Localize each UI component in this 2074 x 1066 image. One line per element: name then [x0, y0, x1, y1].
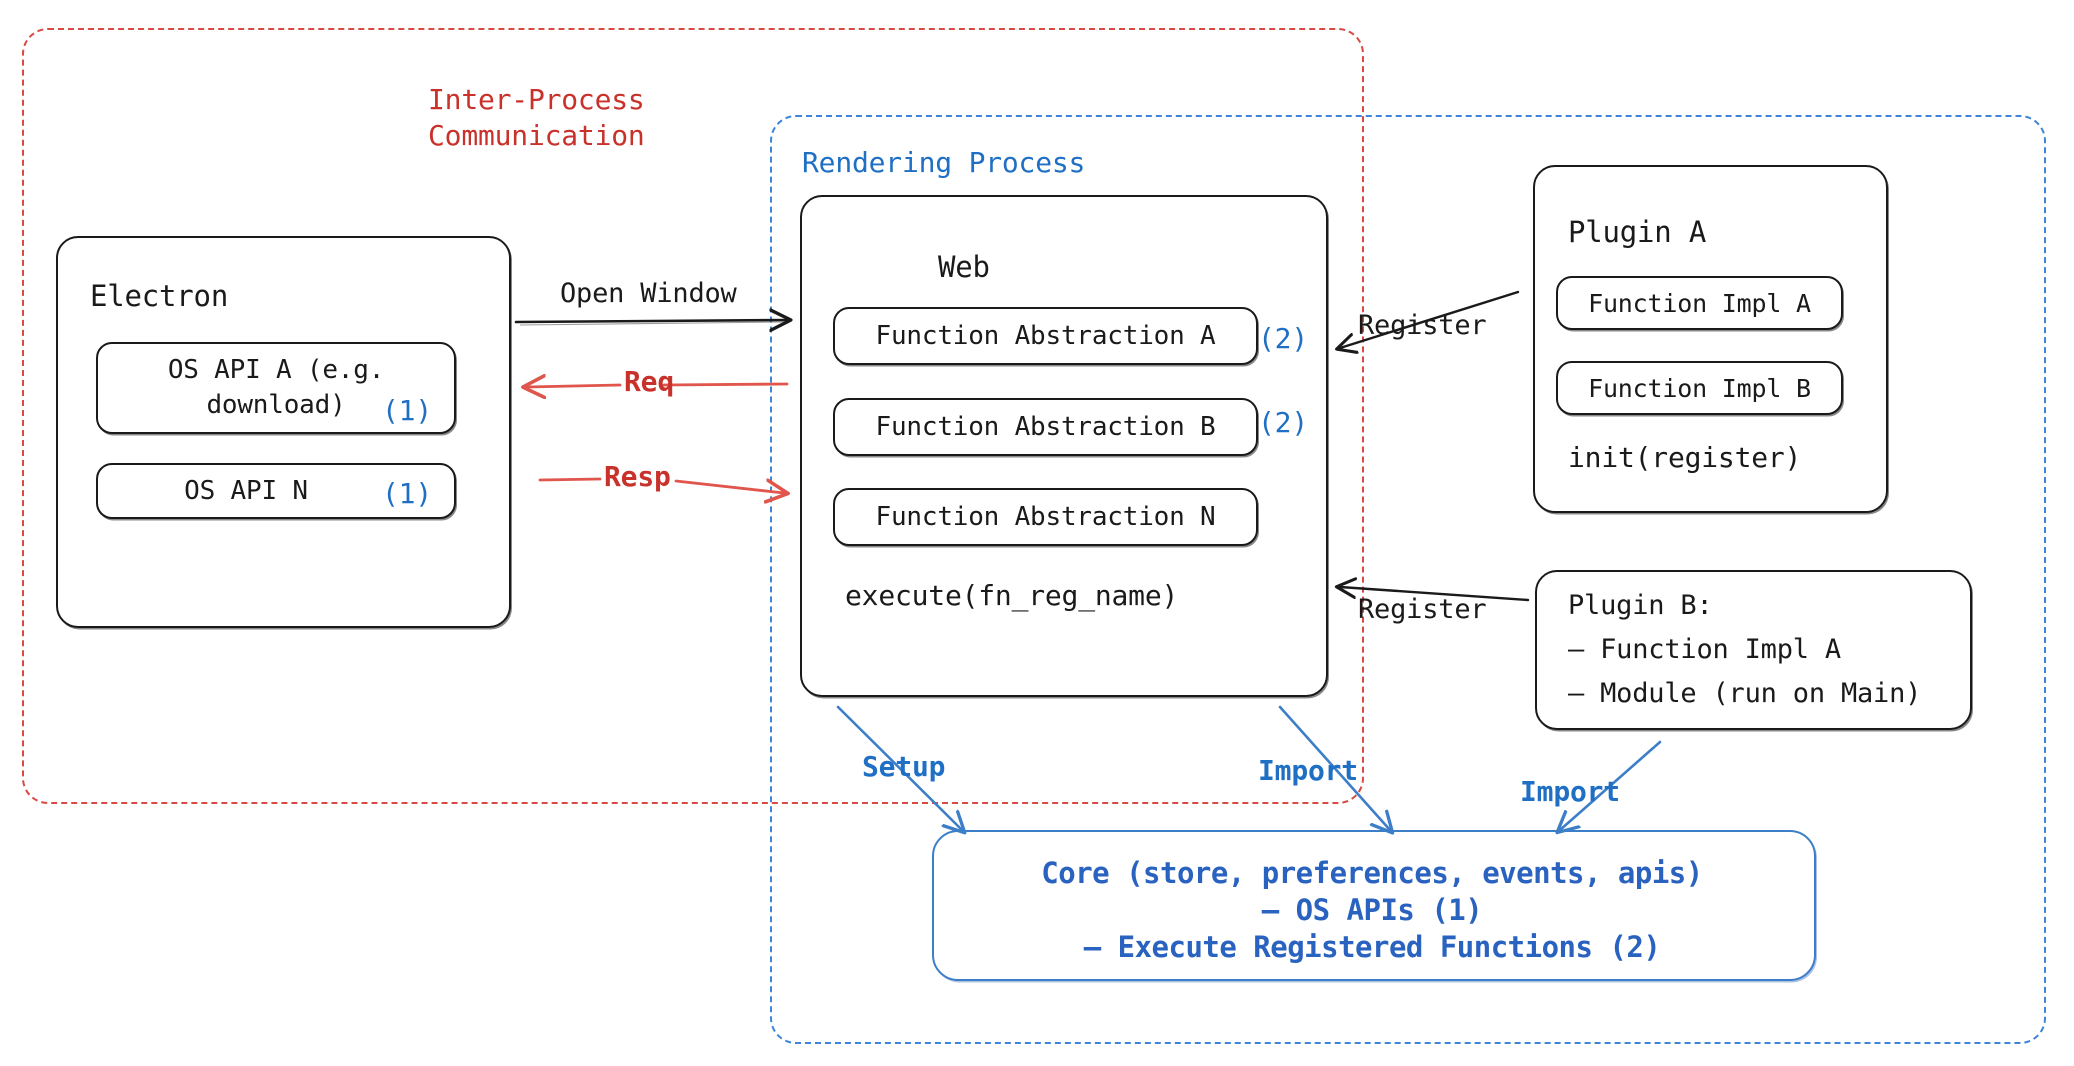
region-inter-process-communication: [22, 28, 1364, 804]
plugin-b-line-1: – Function Impl A: [1568, 634, 1841, 665]
core-line-2: – Execute Registered Functions (2): [1083, 930, 1661, 964]
function-impl-a-label: Function Impl A: [1588, 288, 1811, 318]
plugin-b-line-2: – Module (run on Main): [1568, 678, 1922, 709]
plugin-b-box[interactable]: [1535, 570, 1972, 730]
core-line-1: – OS APIs (1): [1261, 893, 1483, 927]
os-api-n-box[interactable]: OS API N: [96, 463, 456, 519]
function-abstraction-n-box[interactable]: Function Abstraction N: [833, 488, 1258, 546]
electron-title: Electron: [90, 279, 229, 313]
plugin-b-line-0: Plugin B:: [1568, 590, 1713, 621]
os-api-n-marker: (1): [382, 477, 432, 510]
region-rendering-process: [770, 115, 2046, 1044]
edge-setup-label: Setup: [862, 750, 946, 783]
function-impl-a-box[interactable]: Function Impl A: [1556, 276, 1843, 330]
edge-register-plugin-a-label: Register: [1358, 310, 1487, 341]
function-abstraction-b-label: Function Abstraction B: [875, 412, 1216, 442]
core-box[interactable]: [932, 830, 1816, 981]
plugin-a-box[interactable]: [1533, 165, 1888, 513]
edge-req-label: Req: [624, 365, 674, 398]
edge-resp-label: Resp: [604, 460, 671, 493]
function-impl-b-box[interactable]: Function Impl B: [1556, 361, 1843, 415]
function-abstraction-a-marker: (2): [1258, 322, 1308, 355]
os-api-a-marker: (1): [382, 394, 432, 427]
plugin-a-title: Plugin A: [1568, 215, 1707, 249]
function-abstraction-a-label: Function Abstraction A: [875, 321, 1216, 351]
web-execute-footer: execute(fn_reg_name): [845, 579, 1179, 612]
region-ipc-label: Inter-Process Communication: [428, 83, 645, 152]
edge-register-plugin-b-label: Register: [1358, 594, 1487, 625]
function-impl-b-label: Function Impl B: [1588, 373, 1811, 403]
os-api-a-label: OS API A (e.g. download): [167, 355, 385, 420]
edge-import-plugin-b-label: Import: [1520, 775, 1620, 808]
function-abstraction-b-box[interactable]: Function Abstraction B: [833, 398, 1258, 456]
os-api-n-label: OS API N: [184, 476, 308, 506]
edge-open-window-label: Open Window: [560, 278, 737, 309]
web-title: Web: [938, 250, 990, 284]
function-abstraction-b-marker: (2): [1258, 406, 1308, 439]
plugin-a-init-footer: init(register): [1568, 441, 1802, 474]
edge-import-web-label: Import: [1258, 754, 1358, 787]
function-abstraction-n-label: Function Abstraction N: [875, 502, 1216, 532]
core-line-0: Core (store, preferences, events, apis): [1041, 856, 1703, 890]
function-abstraction-a-box[interactable]: Function Abstraction A: [833, 307, 1258, 365]
region-rendering-process-label: Rendering Process: [802, 146, 1086, 179]
os-api-a-box[interactable]: OS API A (e.g. download): [96, 342, 456, 434]
